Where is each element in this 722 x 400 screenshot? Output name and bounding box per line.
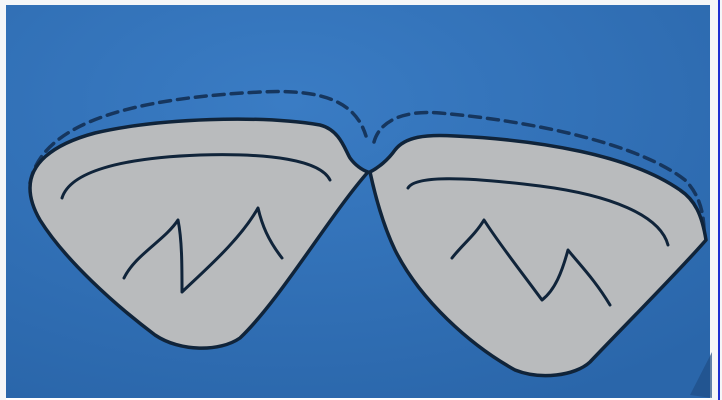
right-frame-strip bbox=[710, 0, 722, 400]
left-frame-strip bbox=[0, 0, 6, 400]
top-frame-strip bbox=[0, 0, 722, 5]
